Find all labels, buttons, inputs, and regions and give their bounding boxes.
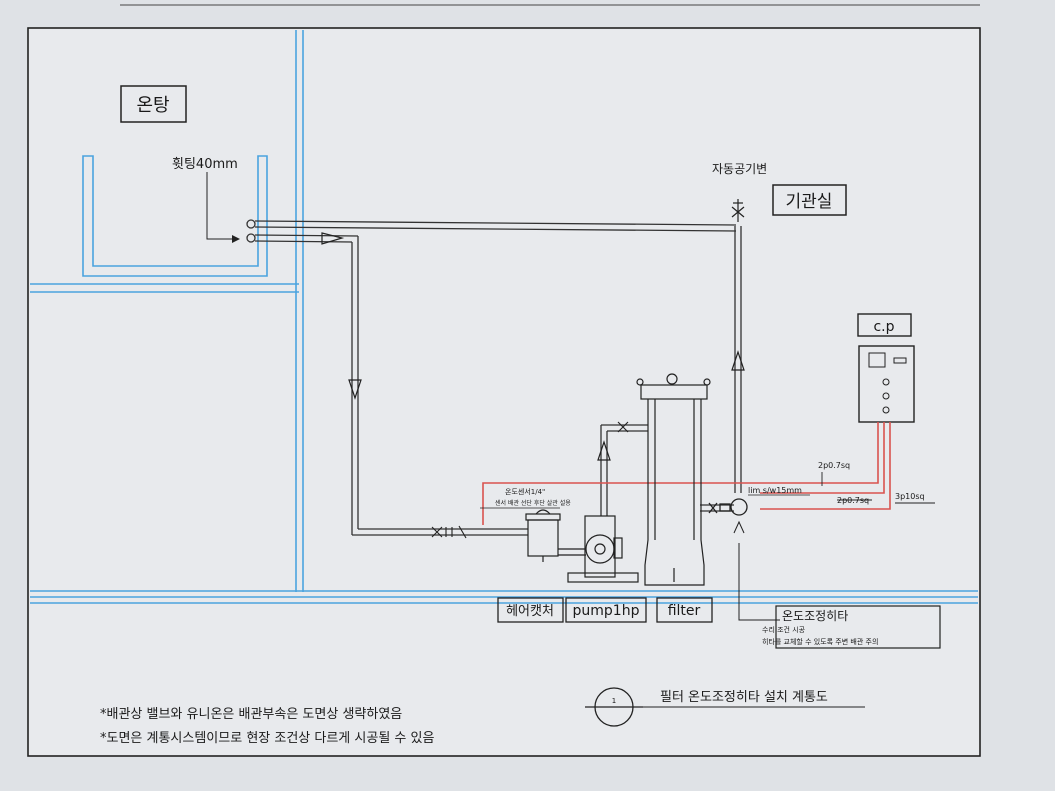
wire-label-2: 2p0.7sq bbox=[837, 496, 869, 505]
hot-bath-label: 온탕 bbox=[136, 95, 169, 116]
wire-leaders bbox=[821, 472, 935, 504]
section-number: 1 bbox=[612, 697, 616, 705]
fitting-leader bbox=[206, 172, 232, 240]
flow-arrows bbox=[321, 232, 745, 461]
drawing-frame bbox=[27, 27, 981, 757]
pump bbox=[558, 515, 639, 583]
bath-tub-outline bbox=[82, 155, 268, 277]
pressure-gauge-icon bbox=[666, 373, 678, 385]
sensor-label-line1: 온도센서1/4" bbox=[505, 487, 545, 496]
pump-label: pump1hp bbox=[573, 603, 640, 619]
filter-label-box bbox=[656, 597, 713, 623]
cp-label: c.p bbox=[873, 319, 894, 335]
heater-note-box bbox=[775, 605, 941, 649]
control-panel-display-icon bbox=[868, 352, 886, 368]
return-pipe-top bbox=[254, 220, 737, 226]
filter-vessel bbox=[636, 373, 711, 586]
flow-arrow-down-icon bbox=[348, 379, 362, 400]
air-valve-icon bbox=[731, 199, 745, 222]
return-pipe-bottom bbox=[254, 226, 737, 232]
air-valve-label: 자동공기변 bbox=[712, 162, 767, 176]
control-panel-lamp-icon bbox=[882, 392, 890, 400]
wire-label-3: 3p10sq bbox=[895, 492, 925, 501]
machine-room-label-box bbox=[772, 184, 847, 216]
heater-note-1: 수리 조건 시공 bbox=[762, 625, 806, 634]
fitting-label: 휫팅40mm bbox=[172, 157, 238, 172]
wiring bbox=[482, 422, 891, 525]
control-panel bbox=[858, 345, 915, 423]
suction-valves-icon bbox=[431, 525, 467, 539]
note-2: *도면은 계통시스템이므로 현장 조건상 다르게 시공될 수 있음 bbox=[100, 731, 434, 746]
filter-label: filter bbox=[668, 603, 701, 619]
sensor-label-line2: 센서 배관 선단 후단 살관 설용 bbox=[495, 499, 571, 507]
control-panel-lamp-icon bbox=[882, 406, 890, 414]
hair-catcher-label-box bbox=[497, 597, 564, 623]
hair-catcher bbox=[525, 509, 561, 562]
hair-catcher-label: 헤어캣처 bbox=[506, 604, 554, 619]
flow-arrow-up-heater-icon bbox=[731, 350, 745, 371]
cp-label-box bbox=[857, 313, 912, 337]
flow-arrow-up-pump-icon bbox=[597, 440, 611, 461]
wire-label-1: 2p0.7sq bbox=[818, 461, 850, 470]
hot-bath-label-box bbox=[120, 85, 187, 123]
control-panel-switch-icon bbox=[893, 357, 907, 364]
control-panel-lamp-icon bbox=[882, 378, 890, 386]
flow-arrow-right-icon bbox=[321, 232, 345, 245]
note-1: *배관상 밸브와 유니온은 배관부속은 도면상 생략하였음 bbox=[100, 707, 402, 722]
heater-pipe-label: lim s/w15mm bbox=[748, 486, 802, 495]
drawing-title: 필터 온도조정히타 설치 계통도 bbox=[660, 690, 828, 705]
heater-title: 온도조정히타 bbox=[782, 609, 848, 623]
heater bbox=[708, 498, 748, 516]
heater-leader-arrow-icon bbox=[733, 520, 745, 534]
pump-label-box bbox=[565, 597, 647, 623]
heater-note-2: 히타를 교체할 수 있도록 주변 배관 주의 bbox=[762, 637, 878, 646]
suction-fitting-icon bbox=[246, 233, 256, 243]
return-fitting-icon bbox=[246, 219, 256, 229]
machine-room-label: 기관실 bbox=[786, 192, 833, 212]
walls bbox=[30, 30, 978, 604]
fitting-arrowhead bbox=[232, 235, 240, 243]
filter-inlet-valve-icon bbox=[617, 421, 629, 433]
heater-leader bbox=[738, 543, 780, 621]
